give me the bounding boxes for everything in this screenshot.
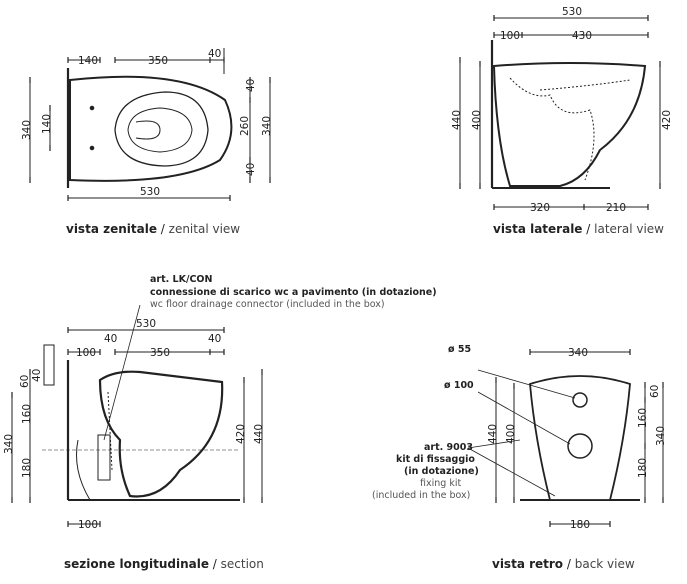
svg-text:(in dotazione): (in dotazione)	[404, 466, 479, 477]
section-view	[11, 304, 263, 527]
svg-text:100: 100	[78, 519, 98, 531]
svg-text:60: 60	[649, 385, 661, 398]
lateral-view	[459, 15, 661, 210]
zenital-caption: vista zenitale / zenital view	[66, 222, 241, 236]
section-note: art. LK/CON connessione di scarico wc a …	[150, 274, 437, 310]
svg-text:260: 260	[239, 116, 251, 136]
svg-text:210: 210	[606, 202, 626, 214]
svg-text:530: 530	[140, 186, 160, 198]
svg-text:40: 40	[208, 48, 221, 60]
zenital-dims: 140 350 40 340 140 40 260 340 40 530	[21, 48, 273, 198]
section-caption: sezione longitudinale / section	[64, 557, 264, 571]
svg-text:180: 180	[570, 519, 590, 531]
svg-text:440: 440	[253, 424, 265, 444]
svg-text:340: 340	[3, 434, 15, 454]
section-dims: 530 40 40 100 350 60 40 340 160 180 420 …	[3, 318, 265, 531]
svg-text:160: 160	[637, 408, 649, 428]
svg-text:100: 100	[500, 30, 520, 42]
svg-text:connessione di scarico wc a pa: connessione di scarico wc a pavimento (i…	[150, 287, 437, 298]
svg-text:420: 420	[661, 110, 673, 130]
svg-text:art. LK/CON: art. LK/CON	[150, 274, 212, 285]
svg-text:180: 180	[21, 458, 33, 478]
svg-text:340: 340	[568, 347, 588, 359]
svg-text:140: 140	[41, 114, 53, 134]
svg-text:art. 9003: art. 9003	[424, 442, 473, 453]
svg-text:530: 530	[562, 6, 582, 18]
svg-text:40: 40	[104, 333, 117, 345]
back-view	[467, 349, 664, 527]
back-caption: vista retro / back view	[492, 557, 635, 571]
svg-text:40: 40	[245, 79, 257, 92]
svg-text:420: 420	[235, 424, 247, 444]
svg-text:(included in the box): (included in the box)	[372, 490, 470, 501]
svg-text:60: 60	[19, 375, 31, 388]
svg-text:wc floor drainage connector (i: wc floor drainage connector (included in…	[150, 299, 385, 310]
svg-text:400: 400	[505, 424, 517, 444]
svg-text:340: 340	[261, 116, 273, 136]
svg-text:430: 430	[572, 30, 592, 42]
svg-text:320: 320	[530, 202, 550, 214]
svg-text:400: 400	[471, 110, 483, 130]
svg-text:40: 40	[245, 163, 257, 176]
svg-text:350: 350	[150, 347, 170, 359]
svg-text:340: 340	[21, 120, 33, 140]
svg-text:340: 340	[655, 426, 667, 446]
lateral-dims: 530 100 430 440 400 420 320 210	[451, 6, 673, 214]
zenital-view	[29, 48, 271, 201]
svg-text:100: 100	[76, 347, 96, 359]
svg-text:440: 440	[487, 424, 499, 444]
svg-text:ø 55: ø 55	[448, 344, 471, 355]
svg-text:fixing kit: fixing kit	[420, 478, 461, 489]
svg-text:40: 40	[208, 333, 221, 345]
svg-text:350: 350	[148, 55, 168, 67]
svg-text:40: 40	[31, 369, 43, 382]
svg-text:160: 160	[21, 404, 33, 424]
svg-text:ø 100: ø 100	[444, 380, 474, 391]
svg-text:180: 180	[637, 458, 649, 478]
lateral-caption: vista laterale / lateral view	[493, 222, 664, 236]
svg-text:kit di fissaggio: kit di fissaggio	[396, 454, 475, 465]
svg-text:140: 140	[78, 55, 98, 67]
svg-text:530: 530	[136, 318, 156, 330]
svg-text:440: 440	[451, 110, 463, 130]
back-dims: 340 440 400 60 160 340 180 180 ø 55 ø 10…	[372, 344, 667, 531]
